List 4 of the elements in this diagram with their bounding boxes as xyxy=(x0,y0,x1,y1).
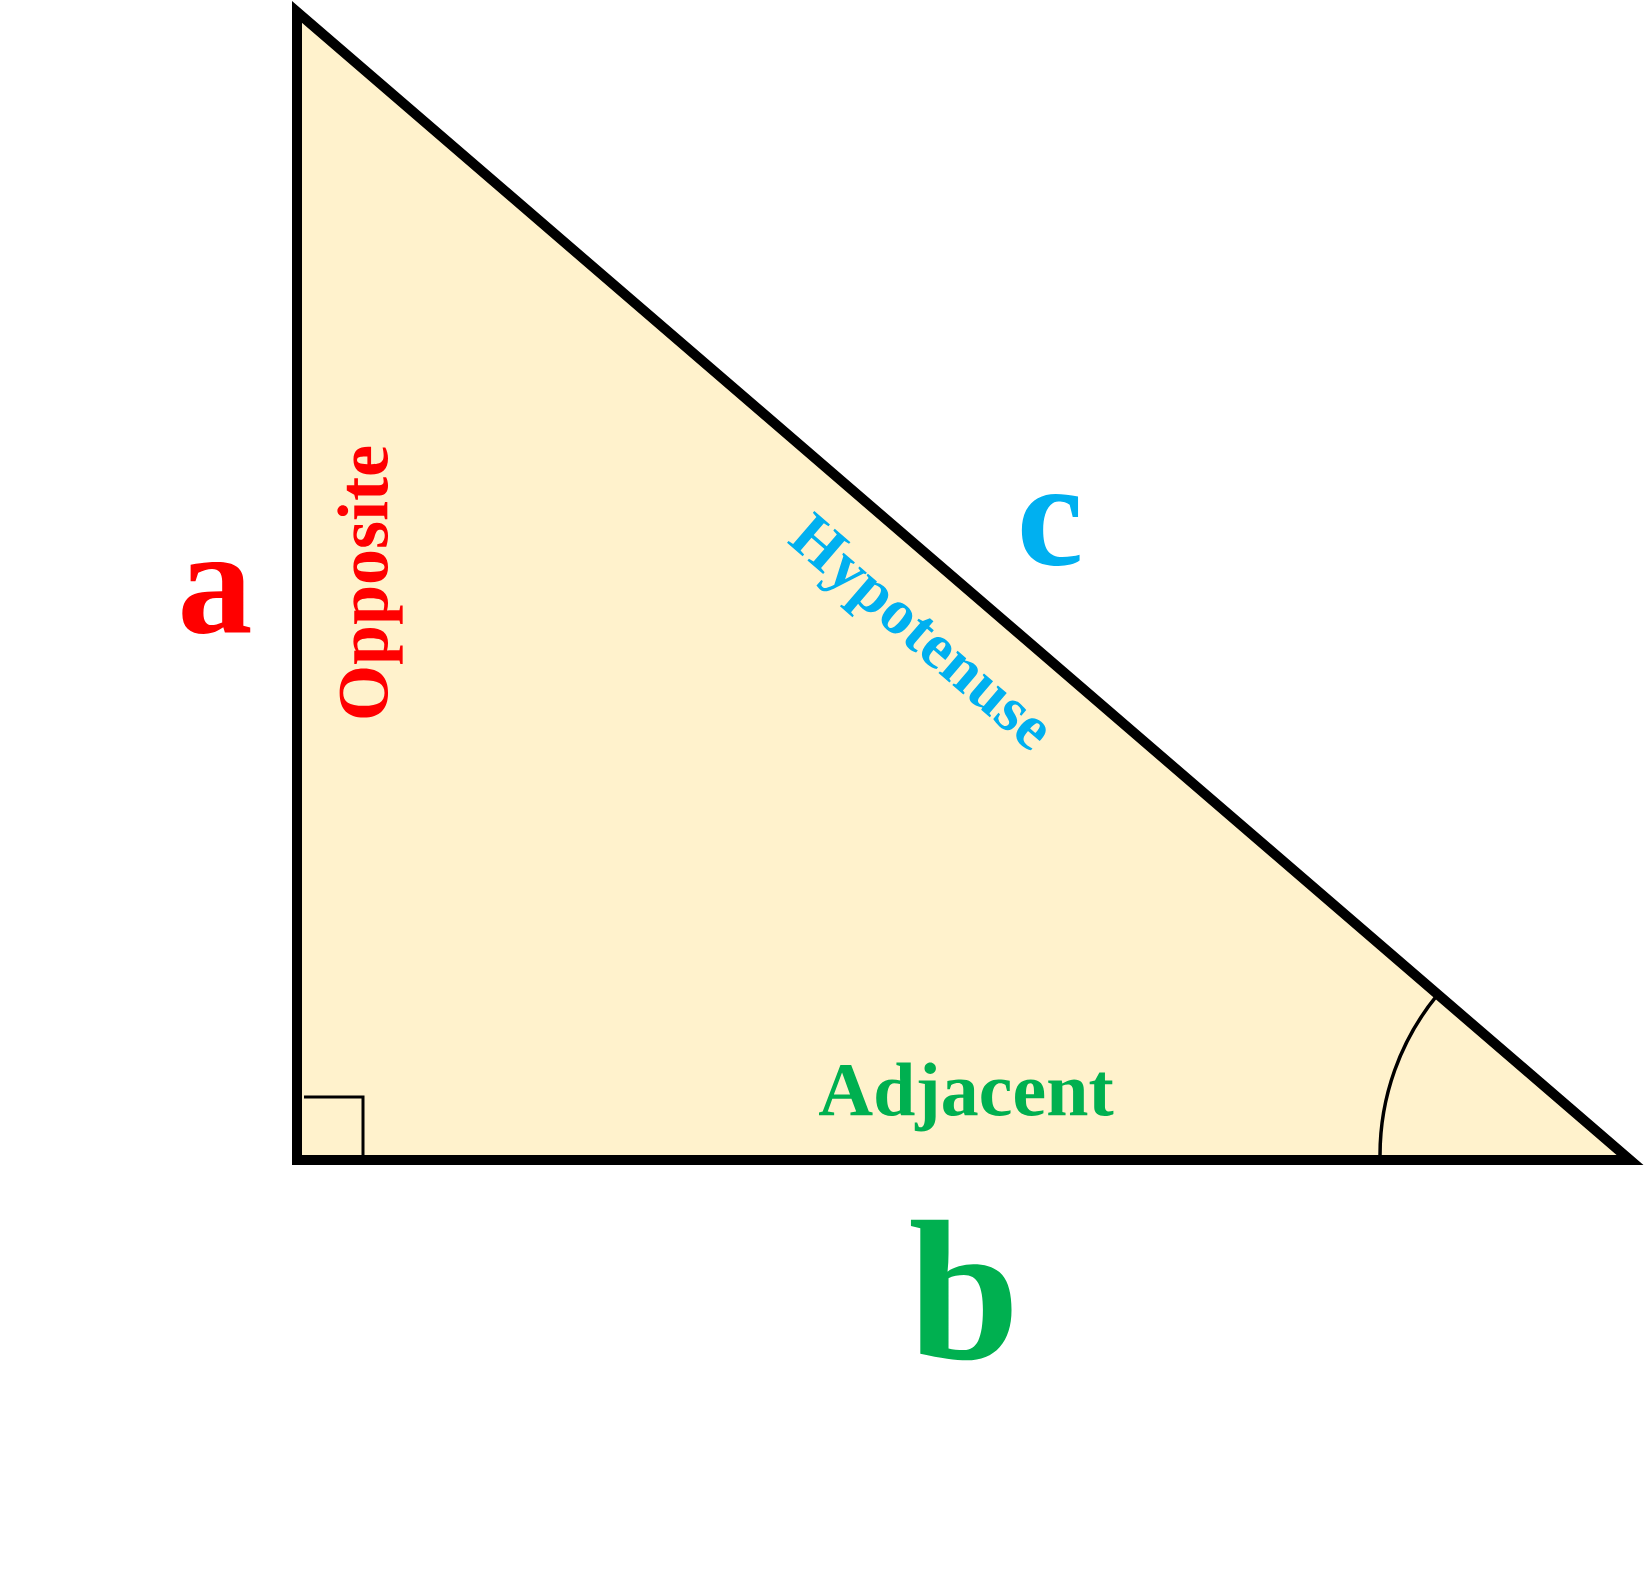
side-label: b xyxy=(910,1219,1012,1361)
side-label: Opposite xyxy=(337,446,403,718)
side-label: a xyxy=(182,562,251,634)
side-label: Adjacent xyxy=(819,1062,1114,1132)
